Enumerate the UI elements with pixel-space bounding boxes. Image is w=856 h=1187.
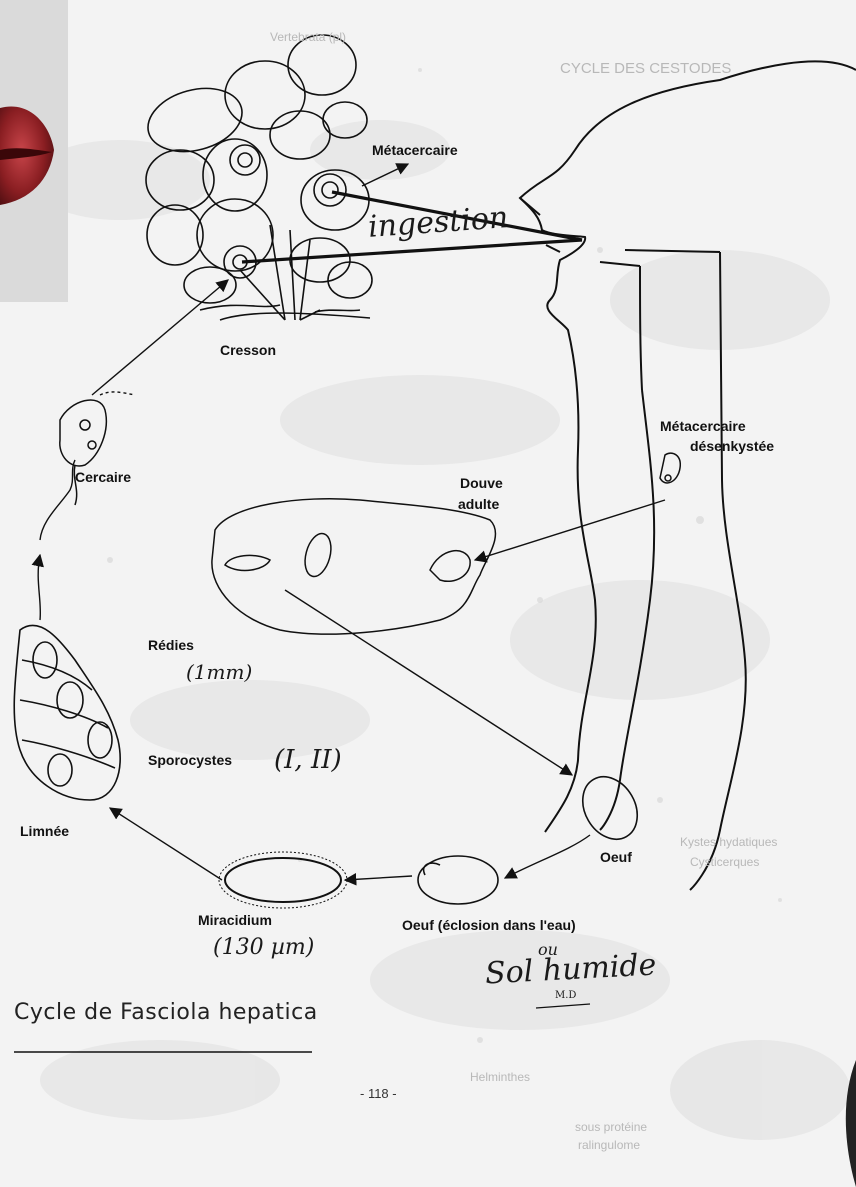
label-oeuf-eclosion: Oeuf (éclosion dans l'eau): [402, 917, 576, 933]
label-redies-size: (1mm): [186, 660, 252, 684]
label-douve-1: Douve: [460, 475, 503, 491]
oeuf-shapes: [418, 767, 648, 904]
bg-text-mid-2: Cysticerques: [690, 855, 759, 869]
paper-texture: [30, 120, 850, 1140]
cycle-arrows: [38, 164, 665, 880]
bg-text-lower-1: Helminthes: [470, 1070, 530, 1084]
page-number: - 118 -: [360, 1086, 397, 1101]
label-metacercaire-desenkystee-1: Métacercaire: [660, 418, 746, 434]
label-metacercaire: Métacercaire: [372, 142, 458, 158]
label-sporocystes-roman: (I, II): [274, 745, 342, 775]
bg-text-mid-1: Kystes hydatiques: [680, 835, 777, 849]
cercaire-shape: [60, 400, 107, 505]
human-silhouette: [520, 61, 856, 890]
limnee-snail: [14, 625, 120, 800]
label-oeuf: Oeuf: [600, 849, 632, 865]
label-cercaire: Cercaire: [75, 469, 131, 485]
label-cresson: Cresson: [220, 342, 276, 358]
label-miracidium: Miracidium: [198, 912, 272, 928]
miracidium-shape: [219, 852, 347, 908]
photo-inset: [0, 0, 68, 302]
label-limnee: Limnée: [20, 823, 69, 839]
label-redies: Rédies: [148, 637, 194, 653]
label-metacercaire-desenkystee-2: désenkystée: [690, 438, 774, 454]
label-douve-2: adulte: [458, 496, 499, 512]
bg-text-top: Vertebrata (pl): [270, 30, 346, 44]
label-sporocystes: Sporocystes: [148, 752, 232, 768]
bg-text-header: CYCLE DES CESTODES: [560, 60, 731, 77]
page-title: Cycle de Fasciola hepatica: [14, 1000, 318, 1025]
label-initials: M.D: [555, 990, 576, 1001]
bg-text-lower-3: ralingulome: [578, 1138, 640, 1152]
label-miracidium-size: (130 µm): [213, 935, 314, 960]
bg-text-lower-2: sous protéine: [575, 1120, 647, 1134]
